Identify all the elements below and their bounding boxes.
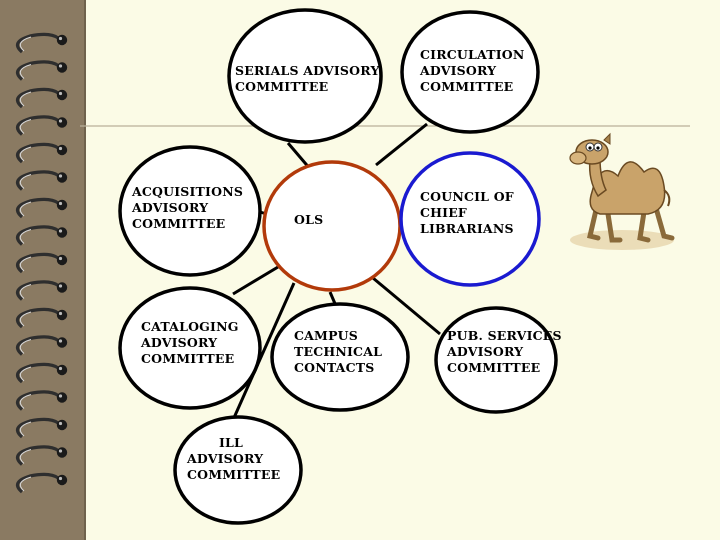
- binding-ring: [18, 447, 68, 465]
- binding-ring: [18, 117, 68, 135]
- binding-ring: [18, 337, 68, 355]
- spiral-binding-rings: [18, 34, 68, 492]
- binding-ring: [18, 34, 68, 52]
- binding-ring: [18, 144, 68, 162]
- binding-ring: [18, 282, 68, 300]
- connector-circulation: [376, 124, 427, 165]
- node-council: COUNCIL OF CHIEF LIBRARIANS: [401, 153, 539, 285]
- node-ill: ILL ADVISORY COMMITTEE: [175, 417, 301, 523]
- binding-ring: [18, 62, 68, 80]
- binding-ring: [18, 364, 68, 382]
- binding-ring: [18, 199, 68, 217]
- binding-ring: [18, 254, 68, 272]
- binding-ring: [18, 392, 68, 410]
- node-label: OLS: [294, 212, 323, 227]
- node-border: [264, 162, 400, 290]
- binding-ring: [18, 89, 68, 107]
- node-cataloging: CATALOGING ADVISORY COMMITTEE: [120, 288, 260, 408]
- node-ols: OLS: [264, 162, 400, 290]
- binding-ring: [18, 309, 68, 327]
- binding-ring: [18, 474, 68, 492]
- node-serials: SERIALS ADVISORY COMMITTEE: [229, 10, 384, 142]
- node-campus: CAMPUS TECHNICAL CONTACTS: [272, 304, 408, 410]
- connector-cataloging: [233, 264, 283, 294]
- binding-ring: [18, 419, 68, 437]
- node-pubservices: PUB. SERVICES ADVISORY COMMITTEE: [436, 308, 566, 412]
- binding-ring: [18, 227, 68, 245]
- binding-ring: [18, 172, 68, 190]
- node-acquisitions: ACQUISITIONS ADVISORY COMMITTEE: [120, 147, 260, 275]
- camel-icon: [570, 134, 674, 250]
- node-circulation: CIRCULATION ADVISORY COMMITTEE: [402, 12, 538, 132]
